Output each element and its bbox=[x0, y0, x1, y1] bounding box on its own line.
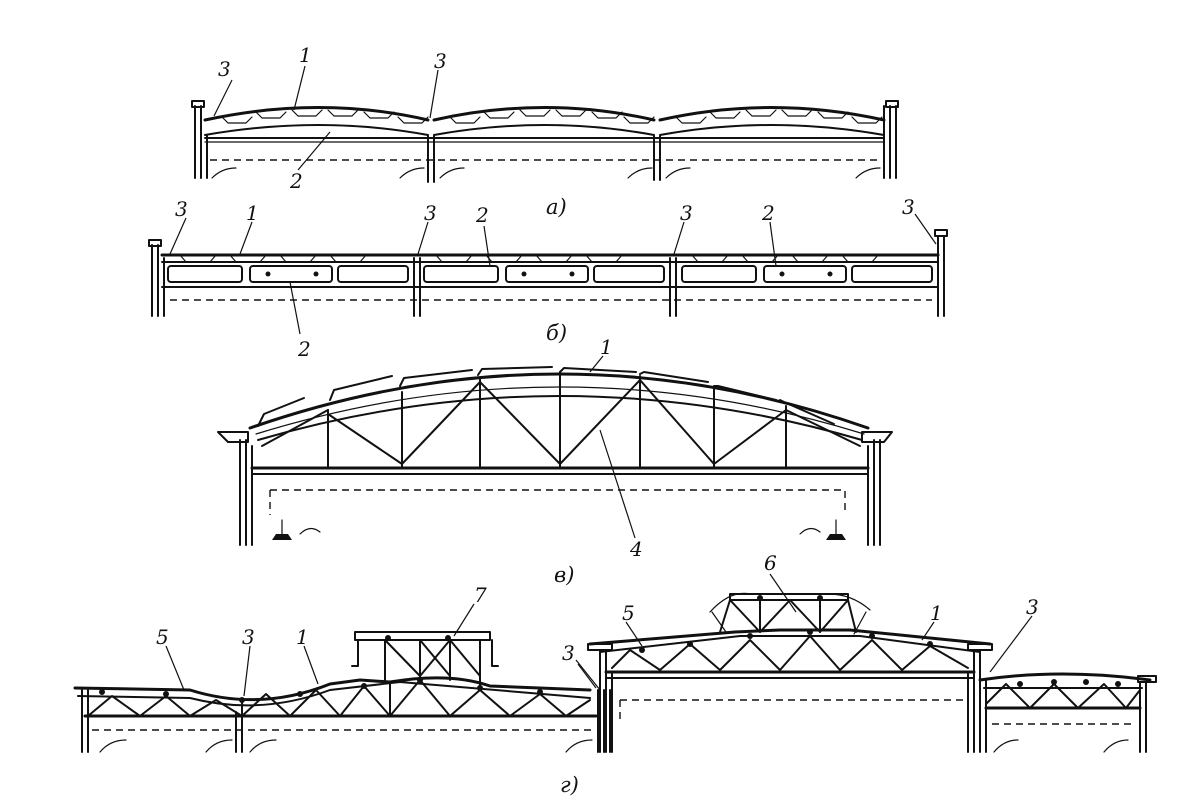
diagram-v bbox=[217, 355, 893, 546]
callout-3: 3 bbox=[1026, 595, 1039, 619]
callout-1: 1 bbox=[296, 625, 309, 649]
callout-3: 3 bbox=[434, 49, 447, 73]
diagram-g-right bbox=[978, 615, 1157, 753]
callout-1: 1 bbox=[299, 43, 312, 67]
callout-2: 2 bbox=[761, 201, 775, 225]
caption-a: а) bbox=[546, 195, 567, 219]
diagram-g-middle bbox=[575, 573, 993, 753]
callout-7: 7 bbox=[474, 583, 487, 607]
callout-1: 1 bbox=[246, 201, 259, 225]
callout-2: 2 bbox=[475, 203, 489, 227]
callout-labels: 3 1 3 2 3 1 3 2 3 2 3 2 1 4 5 3 1 7 3 5 … bbox=[156, 43, 1039, 665]
callout-3: 3 bbox=[680, 201, 693, 225]
callout-3: 3 bbox=[218, 57, 231, 81]
caption-b: б) bbox=[546, 321, 567, 345]
callout-5: 5 bbox=[156, 625, 169, 649]
callout-3: 3 bbox=[242, 625, 255, 649]
callout-3: 3 bbox=[424, 201, 437, 225]
diagram-b bbox=[148, 213, 948, 335]
callout-3: 3 bbox=[902, 195, 915, 219]
callout-3: 3 bbox=[562, 641, 575, 665]
diagram-g-left bbox=[73, 603, 611, 753]
diagram-a bbox=[191, 65, 899, 183]
caption-v: в) bbox=[554, 563, 574, 587]
callout-1: 1 bbox=[930, 601, 943, 625]
callout-5: 5 bbox=[622, 601, 635, 625]
callout-2: 2 bbox=[297, 337, 311, 361]
callout-2: 2 bbox=[289, 169, 303, 193]
callout-3: 3 bbox=[175, 197, 188, 221]
callout-6: 6 bbox=[764, 551, 777, 575]
callout-4: 4 bbox=[629, 537, 643, 561]
captions: а) б) в) г) bbox=[546, 195, 579, 797]
callout-1: 1 bbox=[600, 335, 613, 359]
caption-g: г) bbox=[560, 773, 579, 797]
